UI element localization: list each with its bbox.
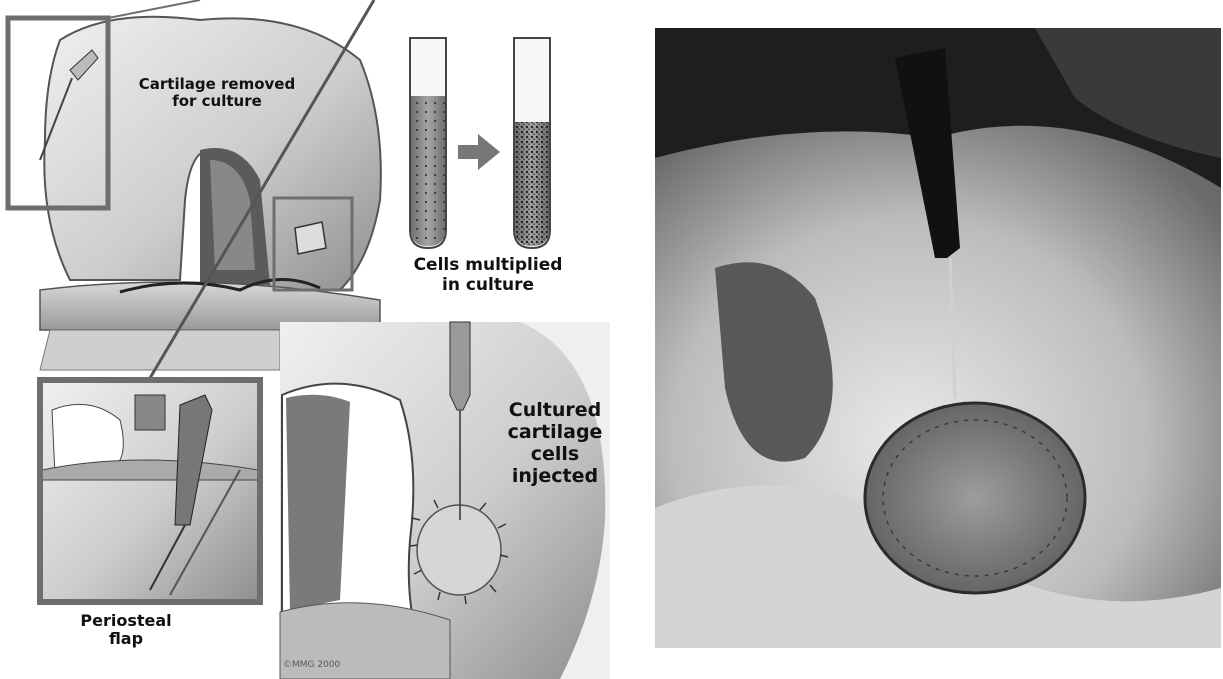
- periosteal-flap-panel: [40, 380, 260, 602]
- injection-panel: [280, 322, 610, 679]
- label-line: injected: [500, 466, 610, 488]
- test-tube-after: [514, 38, 550, 248]
- label-line: Cultured: [500, 400, 610, 422]
- label-cells-multiplied: Cells multiplied in culture: [398, 256, 578, 295]
- syringe-icon: [450, 322, 470, 410]
- label-line: Cartilage removed: [112, 76, 322, 93]
- label-periosteal-flap: Periosteal flap: [56, 612, 196, 649]
- surgical-photo: [655, 28, 1221, 648]
- label-line: in culture: [398, 276, 578, 296]
- label-cartilage-removed: Cartilage removed for culture: [112, 76, 322, 111]
- label-line: for culture: [112, 93, 322, 110]
- knee-illustration: [0, 0, 650, 679]
- label-cultured-cells-injected: Cultured cartilage cells injected: [500, 400, 610, 487]
- arrow-icon: [458, 134, 500, 170]
- test-tube-before: [410, 38, 446, 248]
- label-line: Cells multiplied: [398, 256, 578, 276]
- label-line: flap: [56, 630, 196, 648]
- label-line: cartilage: [500, 422, 610, 444]
- label-line: cells: [500, 444, 610, 466]
- copyright-text: ©MMG 2000: [283, 660, 363, 670]
- label-line: Periosteal: [56, 612, 196, 630]
